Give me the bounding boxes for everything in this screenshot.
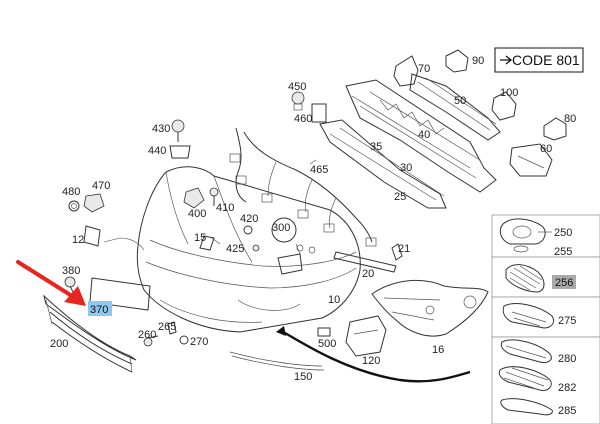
label-265: 265 (158, 321, 176, 333)
label-100: 100 (500, 87, 518, 99)
screw-260 (143, 335, 159, 347)
label-425: 425 (226, 243, 244, 255)
label-70: 70 (418, 63, 430, 75)
arrow-right-icon (500, 55, 513, 65)
nut-270 (179, 335, 189, 345)
label-470: 470 (92, 180, 110, 192)
code-label: CODE 801 (512, 52, 580, 68)
impact-absorber-40 (345, 79, 497, 193)
license-plate-bracket-370 (89, 277, 151, 311)
label-440: 440 (148, 145, 166, 157)
bezel-282 (498, 366, 552, 391)
clip-265 (167, 321, 177, 335)
label-21: 21 (398, 243, 410, 255)
code-box: CODE 801 (494, 47, 584, 73)
screw-430 (171, 119, 185, 142)
bracket-25 (319, 119, 447, 209)
label-15: 15 (194, 232, 206, 244)
bezel-285 (500, 398, 553, 416)
label-282: 282 (558, 382, 576, 394)
red-arrow-icon (16, 260, 86, 306)
label-430: 430 (152, 123, 170, 135)
side-bracket-16 (371, 280, 489, 337)
screw-410 (209, 187, 219, 206)
label-12: 12 (72, 234, 84, 246)
label-450: 450 (288, 81, 306, 93)
bracket-120 (345, 315, 387, 357)
bracket-60 (509, 143, 553, 177)
label-20: 20 (362, 268, 374, 280)
label-120: 120 (362, 355, 380, 367)
label-285: 285 (558, 405, 576, 417)
label-420: 420 (240, 213, 258, 225)
label-300: 300 (272, 222, 290, 234)
right-panel (491, 214, 600, 424)
label-270: 270 (190, 336, 208, 348)
label-80: 80 (564, 113, 576, 125)
callout-labels: 90 70 50 100 80 40 60 450 460 430 440 35… (50, 55, 576, 417)
label-260: 260 (138, 329, 156, 341)
label-30: 30 (400, 162, 412, 174)
bezel-280 (500, 339, 552, 363)
label-256: 256 (555, 277, 573, 289)
sensor-450 (291, 91, 305, 111)
bracket-21 (391, 243, 403, 261)
black-arrow (279, 328, 471, 383)
label-40: 40 (418, 129, 430, 141)
clip-500 (317, 327, 331, 337)
label-380: 380 (62, 265, 80, 277)
label-255: 255 (554, 246, 572, 258)
black-arrow-head (276, 326, 286, 336)
lower-grille-200 (43, 294, 137, 373)
label-50: 50 (454, 95, 466, 107)
clip-420 (243, 225, 253, 235)
trim-strip-20 (333, 251, 397, 273)
label-16: 16 (432, 344, 444, 356)
label-400: 400 (188, 208, 206, 220)
label-60: 60 (540, 143, 552, 155)
ring-480 (68, 200, 80, 212)
label-410: 410 (216, 202, 234, 214)
bezel-275 (502, 303, 555, 329)
highlight-256 (552, 275, 576, 289)
bumper-cover-10 (136, 166, 361, 333)
label-275: 275 (558, 315, 576, 327)
label-370: 370 (90, 304, 108, 316)
sensor-400 (183, 187, 205, 209)
bracket-100 (491, 91, 517, 121)
label-25: 25 (394, 191, 406, 203)
wiring-harness-465 (229, 127, 377, 247)
label-460: 460 (294, 113, 312, 125)
bracket-50 (409, 73, 501, 141)
bracket-70 (393, 55, 419, 87)
label-500: 500 (318, 338, 336, 350)
clip-440 (169, 145, 191, 159)
screw-425 (252, 244, 260, 252)
cover-12 (83, 225, 101, 247)
sensor-470 (83, 193, 105, 213)
leader-lines (103, 159, 317, 255)
trim-strip-150 (229, 351, 325, 371)
bracket-80 (543, 117, 567, 141)
label-250: 250 (554, 227, 572, 239)
label-35: 35 (370, 141, 382, 153)
label-150: 150 (294, 371, 312, 383)
label-280: 280 (558, 353, 576, 365)
bracket-90 (445, 49, 469, 73)
fog-lamp-bezel-250 (499, 218, 552, 253)
label-200: 200 (50, 338, 68, 350)
label-480: 480 (62, 186, 80, 198)
bracket-15 (199, 235, 215, 251)
label-90: 90 (472, 55, 484, 67)
grille-insert-256 (505, 264, 545, 293)
label-10: 10 (328, 294, 340, 306)
label-465: 465 (310, 164, 328, 176)
bracket-300 (271, 217, 316, 275)
bracket-460 (311, 103, 327, 123)
highlight-370 (88, 301, 112, 316)
